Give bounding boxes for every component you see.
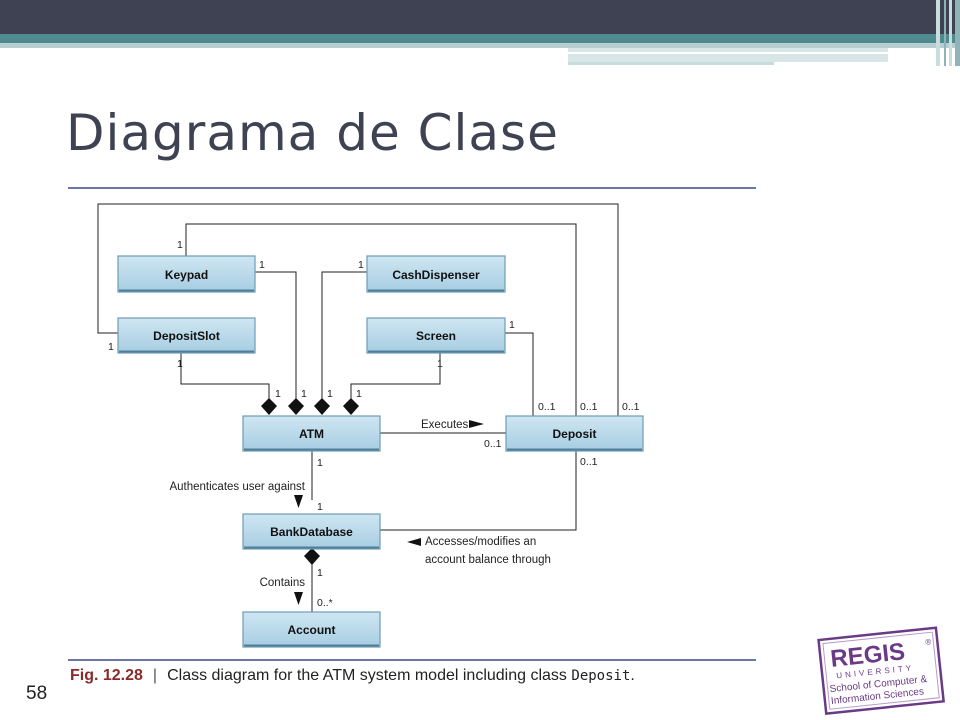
logo-mark: ® [925, 637, 932, 647]
deposit-slot-to-atm-line [180, 352, 270, 399]
header-accent-band [0, 34, 960, 43]
keypad-to-atm-line [255, 271, 297, 399]
executes-direction-arrow [469, 420, 484, 428]
class-atm: ATM [242, 415, 381, 452]
multiplicity: 0..1 [580, 401, 598, 413]
multiplicity: 0..1 [484, 438, 502, 450]
deposit-slot-to-deposit-line [97, 203, 619, 416]
class-name: DepositSlot [153, 329, 220, 343]
authenticates-direction-arrow [294, 495, 303, 508]
multiplicity: 0..1 [538, 401, 556, 413]
regis-university-logo: REGIS ® UNIVERSITY School of Computer & … [817, 626, 946, 716]
slide-title: Diagrama de Clase [66, 104, 559, 162]
figure-caption: Fig. 12.28 | Class diagram for the ATM sys… [70, 667, 635, 685]
header-decor-band-lower [568, 62, 774, 65]
multiplicity: 1 [358, 259, 364, 271]
accesses-label-line2: account balance through [425, 554, 551, 566]
class-screen: Screen [366, 317, 506, 354]
multiplicity: 1 [259, 259, 265, 271]
composition-diamond [304, 548, 320, 565]
multiplicity: 1 [327, 388, 333, 400]
multiplicity: 0..1 [622, 401, 640, 413]
class-keypad: Keypad [117, 255, 256, 293]
class-name: CashDispenser [392, 268, 480, 282]
multiplicity: 1 [301, 388, 307, 400]
keypad-to-deposit-line [185, 223, 577, 416]
executes-label: Executes [421, 419, 469, 431]
multiplicity: 1 [177, 358, 183, 370]
class-name: Screen [416, 329, 456, 343]
header-light-band [0, 43, 960, 48]
multiplicity: 1 [317, 501, 323, 513]
class-cash-dispenser: CashDispenser [366, 255, 506, 293]
caption-text: Class diagram for the ATM system model i… [167, 667, 567, 684]
composition-diamond [314, 398, 330, 415]
screen-to-deposit-line [505, 332, 534, 416]
class-deposit-slot: DepositSlot [117, 317, 256, 354]
composition-diamond [288, 398, 304, 415]
composition-diamond [343, 398, 359, 415]
class-name: Deposit [552, 427, 596, 441]
class-account: Account [242, 611, 381, 648]
page-number: 58 [26, 683, 48, 704]
accesses-label-line1: Accesses/modifies an [425, 536, 536, 548]
multiplicity: 1 [317, 457, 323, 469]
accesses-direction-arrow [407, 538, 421, 546]
multiplicity: 1 [437, 358, 443, 370]
header-decor-band [568, 48, 888, 62]
multiplicity: 1 [317, 567, 323, 579]
class-name: ATM [299, 427, 324, 441]
class-name: Keypad [165, 268, 208, 282]
cash-dispenser-to-atm-line [321, 271, 367, 399]
caption-end: . [630, 667, 635, 684]
multiplicity: 1 [177, 239, 183, 251]
class-bank-database: BankDatabase [242, 513, 381, 550]
deposit-to-bankdatabase-line [380, 451, 577, 531]
multiplicity: 0..1 [580, 456, 598, 468]
composition-diamond [261, 398, 277, 415]
contains-direction-arrow [294, 592, 303, 605]
multiplicity: 1 [509, 319, 515, 331]
authenticates-label: Authenticates user against [169, 481, 305, 493]
class-name: Account [288, 623, 336, 637]
class-deposit: Deposit [505, 415, 644, 452]
header-right-stripes [930, 0, 960, 66]
contains-label: Contains [260, 577, 306, 589]
multiplicity: 0..* [317, 597, 333, 609]
multiplicity: 1 [108, 341, 114, 353]
multiplicity: 1 [275, 388, 281, 400]
screen-to-atm-line [350, 352, 441, 399]
header-bar [0, 0, 960, 34]
class-name: BankDatabase [270, 525, 353, 539]
caption-separator: | [152, 667, 158, 684]
figure-label: Fig. 12.28 [70, 667, 143, 684]
caption-code: Deposit [571, 668, 631, 684]
multiplicity: 1 [356, 388, 362, 400]
